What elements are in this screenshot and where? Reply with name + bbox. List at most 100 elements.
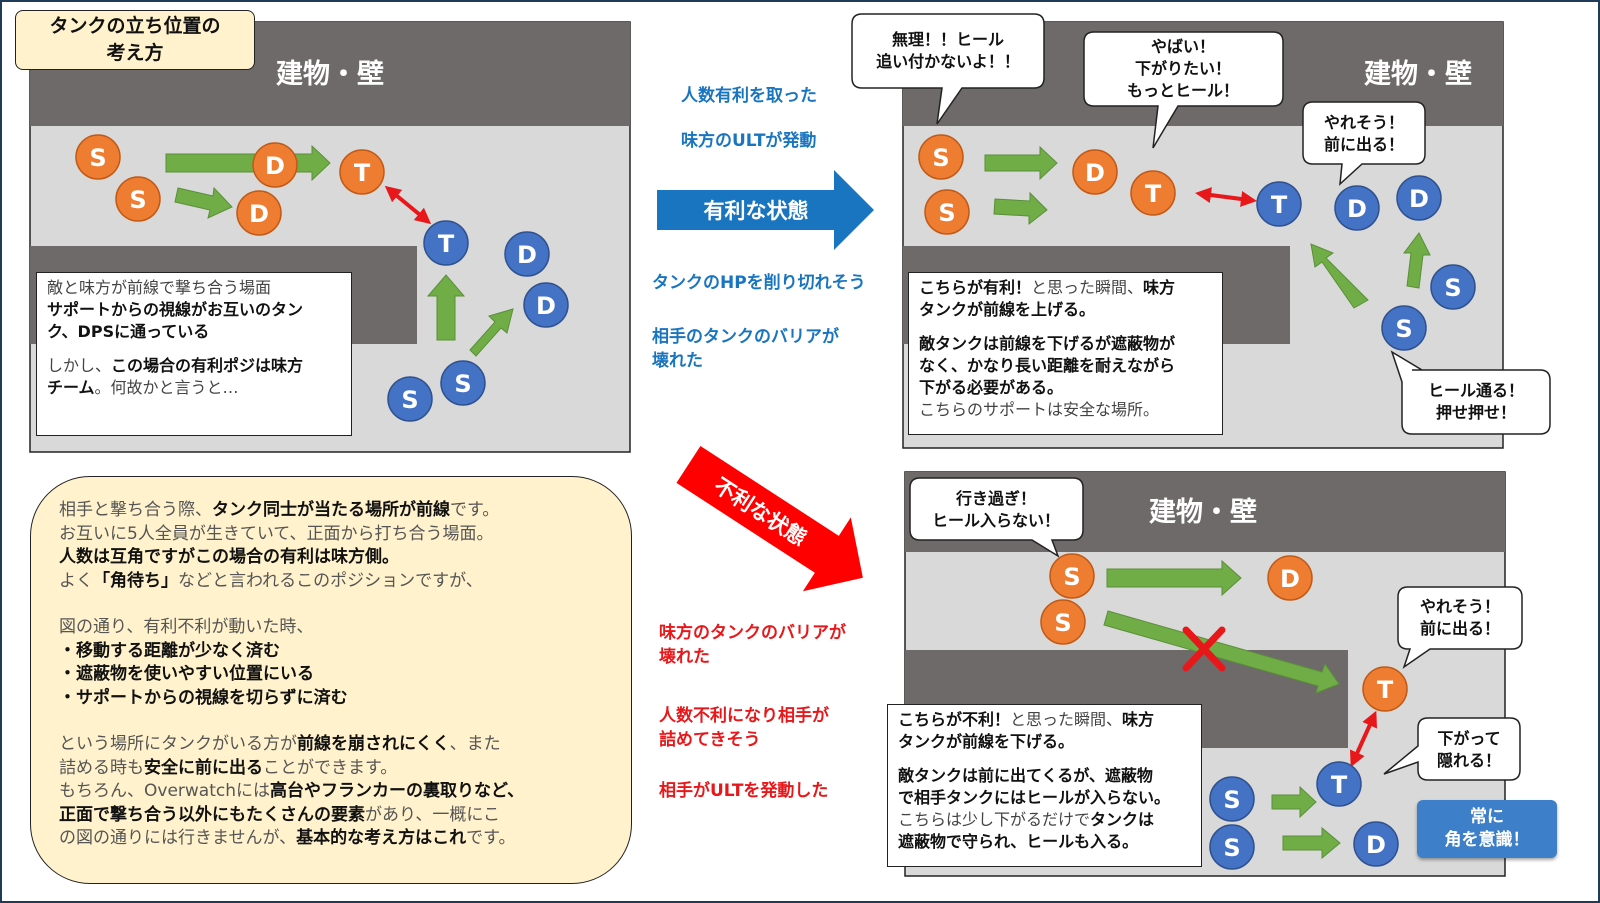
- text: 、また: [449, 734, 501, 754]
- bubble-text: 押せ押せ！: [1436, 403, 1516, 422]
- player-role-letter: D: [1366, 831, 1386, 859]
- player-token-circle: [1353, 821, 1399, 867]
- blocked-x-icon: [1182, 626, 1226, 672]
- note-line: 敵タンクは前に出てくるが、遮蔽物: [898, 766, 1153, 785]
- player-support: S: [440, 360, 486, 406]
- player-role-letter: S: [89, 144, 106, 172]
- text: などと言われるこのポジションですが、: [178, 570, 483, 591]
- note-line: この場合の有利ポジは味方: [111, 356, 304, 375]
- tank-clash-arrow: [1195, 187, 1257, 207]
- bubble-p3-ally: 行き過ぎ！ ヒール入らない！: [909, 477, 1084, 558]
- player-role-letter: D: [249, 200, 269, 228]
- advantage-label: 有利な状態: [704, 199, 809, 223]
- text: 基本的な考え方はこれ: [296, 828, 467, 848]
- player-role-letter: S: [1223, 834, 1240, 862]
- player-token-circle: [387, 376, 433, 422]
- corner-callout: 常に 角を意識！: [1417, 800, 1557, 858]
- player-support: S: [115, 176, 161, 222]
- note-line: 味方: [1122, 710, 1155, 729]
- move-arrow: [426, 274, 466, 341]
- player-dps: D: [252, 142, 298, 188]
- player-token-circle: [236, 190, 282, 236]
- note-line: しかし、: [47, 356, 112, 375]
- panel-3-wall-label: 建物・壁: [1149, 497, 1257, 528]
- player-token-circle: [523, 282, 569, 328]
- bubble-p2-enemysupport: ヒール通る！ 押せ押せ！: [1390, 350, 1551, 435]
- note-line: 敵タンクは前線を下げるが遮蔽物が: [919, 334, 1176, 353]
- tank-clash-arrows: [384, 185, 1377, 768]
- player-role-letter: D: [1085, 159, 1105, 187]
- text: ことができます。: [263, 757, 398, 778]
- player-token-circle: [918, 134, 964, 180]
- player-role-letter: T: [1145, 180, 1162, 208]
- text: タンク同士が当たる場所が前線: [212, 500, 450, 520]
- player-role-letter: S: [401, 386, 418, 414]
- players: S S D D T T D D S S S S D T T D D S S S …: [75, 134, 1476, 870]
- note-line: こちらは少し下がるだけで: [898, 810, 1091, 829]
- player-token-circle: [1396, 175, 1442, 221]
- disadvantage-condition: 壊れた: [659, 647, 710, 667]
- move-arrow: [1282, 826, 1341, 860]
- text: ・遮蔽物を使いやすい位置にいる: [59, 664, 314, 684]
- bubble-text: 下がって: [1437, 729, 1500, 748]
- player-token-circle: [440, 360, 486, 406]
- panel-3-note: こちらが不利！と思った瞬間、味方 タンクが前線を下げる。 敵タンクは前に出てくる…: [887, 704, 1202, 867]
- note-line: 味方: [1143, 278, 1176, 297]
- disadvantage-condition: 相手がULTを発動した: [659, 781, 829, 801]
- panel-2-note: こちらが有利！と思った瞬間、味方 タンクが前線を上げる。 敵タンクは前線を下げる…: [908, 272, 1223, 435]
- note-line: タンクが前線を上げる。: [919, 300, 1096, 319]
- player-token-circle: [1362, 666, 1408, 712]
- player-support: S: [75, 134, 121, 180]
- text: もちろん、Overwatchには: [59, 781, 270, 801]
- player-support: S: [387, 376, 433, 422]
- player-support: S: [1040, 599, 1086, 645]
- note-line: 下がる必要がある。: [919, 378, 1064, 397]
- note-line: で相手タンクにはヒールが入らない。: [898, 788, 1171, 807]
- player-support: S: [918, 134, 964, 180]
- callout-line: 角を意識！: [1444, 830, 1530, 850]
- text: ・移動する距離が少なく済む: [59, 640, 280, 661]
- player-token-circle: [1267, 555, 1313, 601]
- player-role-letter: T: [1331, 771, 1348, 799]
- player-token-circle: [1049, 553, 1095, 599]
- bubble-text: 下がりたい！: [1135, 59, 1231, 78]
- move-arrow: [984, 145, 1058, 181]
- move-arrow: [1403, 232, 1431, 289]
- text: よく: [59, 570, 93, 591]
- text: 人数は互角ですがこの場合の有利は味方側。: [59, 547, 399, 567]
- bubble-text: やばい！: [1151, 37, 1215, 56]
- advantage-condition: タンクのHPを削り切れそう: [652, 273, 866, 293]
- move-arrow: [1103, 610, 1340, 694]
- player-token-circle: [1130, 170, 1176, 216]
- player-tank: T: [1130, 170, 1176, 216]
- player-role-letter: D: [265, 152, 285, 180]
- player-dps: D: [1267, 555, 1313, 601]
- player-token-circle: [1381, 305, 1427, 351]
- player-tank: T: [1362, 666, 1408, 712]
- player-role-letter: S: [1063, 563, 1080, 591]
- bubble-text: ヒール通る！: [1428, 381, 1524, 400]
- note-line: タンクは: [1090, 810, 1155, 829]
- disadvantage-condition: 味方のタンクのバリアが: [659, 623, 846, 643]
- panel-2-wall-label: 建物・壁: [1364, 59, 1472, 90]
- player-dps: D: [1353, 821, 1399, 867]
- bubble-p2-enemytank: やれそう！ 前に出る！: [1302, 101, 1426, 186]
- move-arrow: [1271, 785, 1317, 819]
- disadvantage-arrow: 不利な状態: [676, 445, 863, 592]
- title-line: 考え方: [106, 42, 164, 64]
- bubble-text: ヒール入らない！: [932, 511, 1060, 530]
- title-box: タンクの立ち位置の 考え方: [15, 10, 255, 70]
- note-line: と思った瞬間、: [1010, 710, 1123, 729]
- move-arrow: [469, 308, 514, 357]
- player-dps: D: [504, 231, 550, 277]
- player-role-letter: T: [354, 159, 371, 187]
- text: 図の通り、有利不利が動いた時、: [59, 617, 314, 637]
- player-token-circle: [1040, 599, 1086, 645]
- panel-1-note: 敵と味方が前線で撃ち合う場面 サポートからの視線がお互いのタン ク、DPSに通っ…: [36, 272, 352, 436]
- player-token-circle: [423, 220, 469, 266]
- bubble-p3-allytank: 下がって 隠れる！: [1383, 717, 1521, 781]
- bubble-text: 追い付かないよ！！: [876, 52, 1020, 71]
- note-line: 。何故かと言うと…: [94, 378, 239, 397]
- player-token-circle: [252, 142, 298, 188]
- move-arrow: [993, 191, 1048, 226]
